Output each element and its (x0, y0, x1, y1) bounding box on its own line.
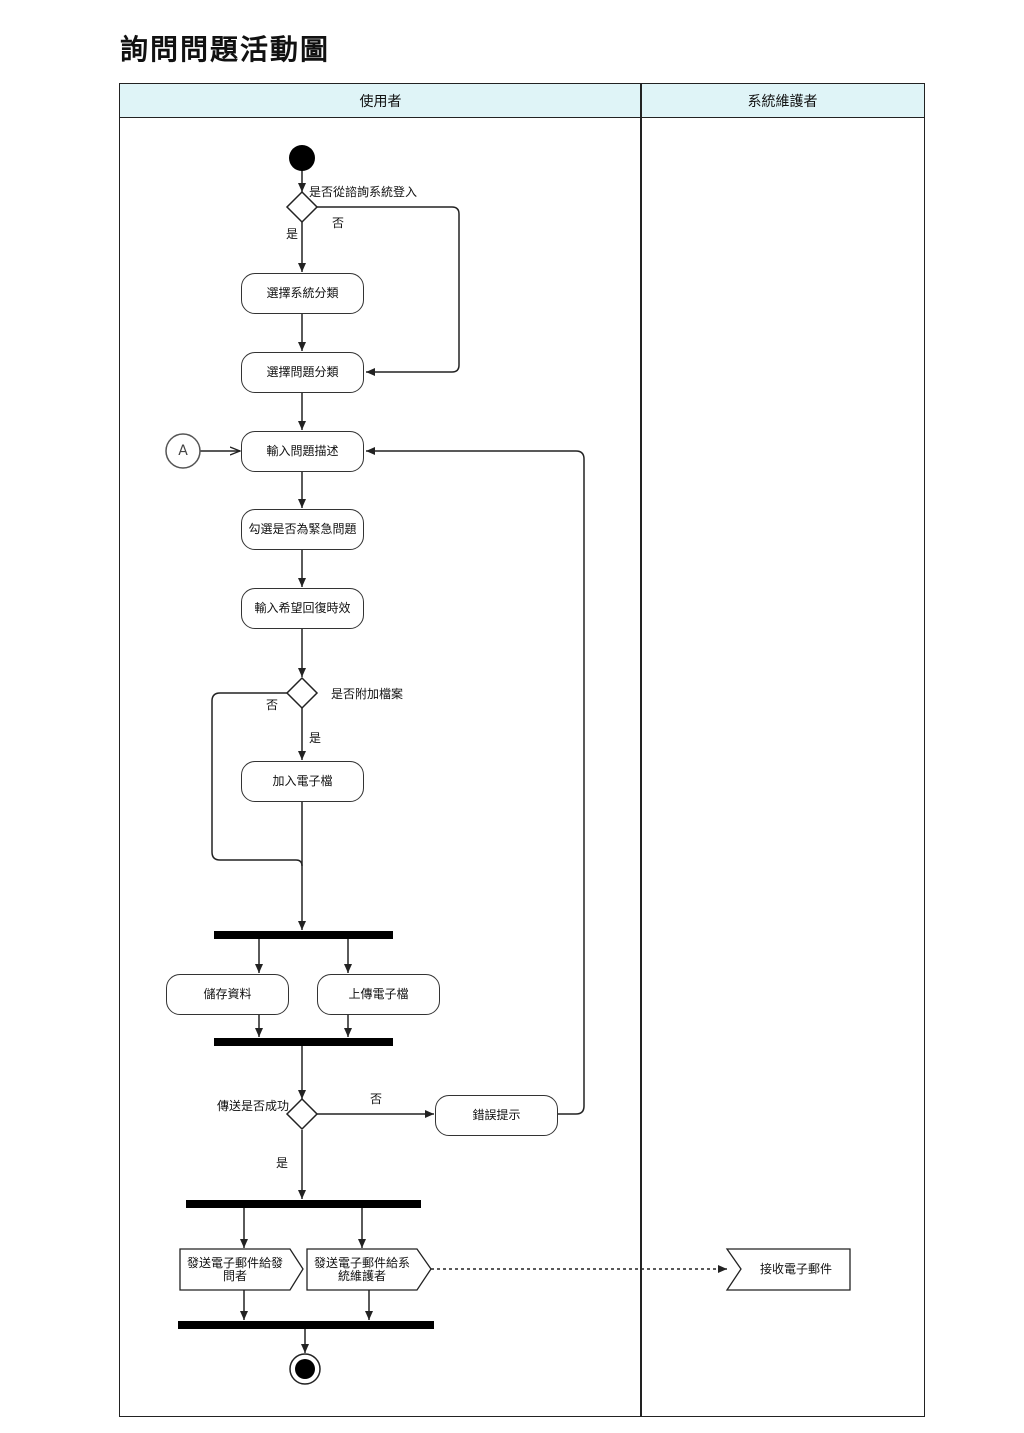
edge-error-loop (366, 447, 585, 1115)
page-title: 詢問問題活動圖 (120, 33, 331, 66)
action-error-prompt: 錯誤提示 (435, 1095, 558, 1136)
final-node-core (295, 1359, 315, 1379)
initial-node (289, 145, 315, 171)
edge-no-select-question (317, 206, 460, 376)
send-signal-asker-shape (179, 1248, 304, 1291)
signal-receive-mail: 接收電子郵件 (759, 1262, 832, 1276)
accept-signal-shape (725, 1248, 851, 1291)
decision-from-consult-system (285, 190, 319, 224)
connector-a-label: A (178, 443, 188, 459)
action-select-question-category: 選擇問題分類 (241, 352, 364, 393)
signal-send-mail-asker: 發送電子郵件給發問者 (186, 1255, 283, 1283)
join-bar-2 (178, 1321, 434, 1329)
action-upload-file: 上傳電子檔 (317, 974, 440, 1015)
edge-no-skip-file (211, 692, 303, 867)
guard-no-1: 否 (332, 216, 345, 230)
decision-attach-file (285, 676, 319, 710)
guard-yes-2: 是 (309, 731, 322, 745)
action-add-file: 加入電子檔 (241, 761, 364, 802)
lane-header-user: 使用者 (119, 83, 642, 118)
decision-label-attach-file: 是否附加檔案 (331, 687, 404, 701)
action-select-system-category: 選擇系統分類 (241, 273, 364, 314)
connector-a-circle (165, 433, 201, 469)
guard-yes-3: 是 (276, 1156, 289, 1170)
action-input-question-description: 輸入問題描述 (241, 431, 364, 472)
decision-label-from-consult: 是否從諮詢系統登入 (309, 185, 418, 199)
lane-header-maintainer: 系統維護者 (640, 83, 925, 118)
action-check-urgent: 勾選是否為緊急問題 (241, 509, 364, 550)
fork-bar-2 (186, 1200, 421, 1208)
fork-bar-1 (214, 931, 393, 939)
decision-send-success (285, 1097, 319, 1131)
guard-no-3: 否 (370, 1092, 383, 1106)
decision-label-send-success: 傳送是否成功 (217, 1099, 290, 1113)
action-save-data: 儲存資料 (166, 974, 289, 1015)
signal-send-mail-maintainer: 發送電子郵件給系統維護者 (313, 1255, 410, 1283)
join-bar-1 (214, 1038, 393, 1046)
send-signal-maintainer-shape (306, 1248, 432, 1291)
guard-yes-1: 是 (286, 227, 299, 241)
guard-no-2: 否 (266, 698, 279, 712)
lane-divider (640, 83, 642, 1417)
action-input-response-time: 輸入希望回復時效 (241, 588, 364, 629)
